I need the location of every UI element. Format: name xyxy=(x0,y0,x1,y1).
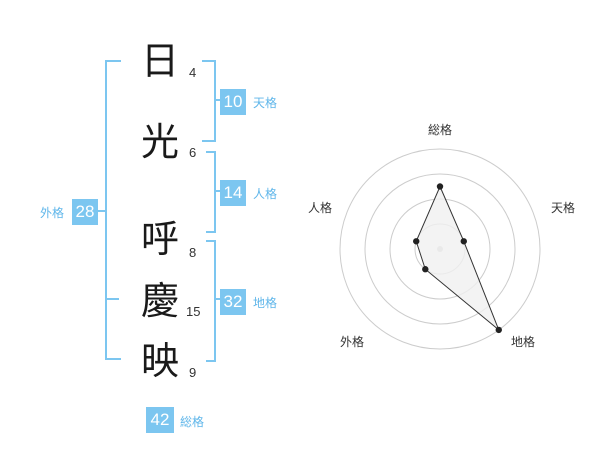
stroke-count-1: 4 xyxy=(189,65,197,80)
radar-axis-label-tenkaku: 天格 xyxy=(551,201,576,215)
gaikaku-bracket-mid xyxy=(105,298,119,300)
kanji-1: 日 xyxy=(141,39,180,83)
radar-axis-label-gaikaku: 外格 xyxy=(340,335,365,349)
jinkaku-tick xyxy=(214,190,220,192)
kanji-5: 映 xyxy=(141,339,180,383)
gaikaku-bracket-bottom xyxy=(105,210,121,360)
kanji-3: 呼 xyxy=(141,217,180,261)
kanji-4: 慶 xyxy=(141,279,180,323)
jinkaku-value-badge: 14 xyxy=(220,180,246,206)
stroke-count-3: 8 xyxy=(189,245,197,260)
radar-ring xyxy=(339,148,541,350)
chikaku-value-badge: 32 xyxy=(220,289,246,315)
radar-points xyxy=(413,183,502,334)
stroke-count-4: 15 xyxy=(186,304,201,319)
radar-point-1 xyxy=(460,238,467,245)
radar-point-2 xyxy=(495,326,502,334)
tenkaku-label: 天格 xyxy=(253,96,278,110)
radar-point-4 xyxy=(413,238,420,245)
radar-point-3 xyxy=(422,266,429,273)
gaikaku-label: 外格 xyxy=(40,206,65,220)
jinkaku-bracket xyxy=(206,151,216,233)
stroke-count-2: 6 xyxy=(189,145,197,160)
gaikaku-value-badge: 28 xyxy=(72,199,98,225)
radar-polygon xyxy=(415,185,500,331)
tenkaku-tick xyxy=(214,99,220,101)
soukaku-value-badge: 42 xyxy=(146,407,174,433)
chikaku-tick xyxy=(214,298,220,300)
stroke-count-5: 9 xyxy=(189,365,197,380)
radar-axis-label-soukaku: 総格 xyxy=(428,123,453,137)
gaikaku-bracket-top xyxy=(105,60,121,212)
tenkaku-value-badge: 10 xyxy=(220,89,246,115)
tenkaku-bracket xyxy=(202,60,216,142)
radar-axis-label-jinkaku: 人格 xyxy=(308,201,333,215)
radar-shape xyxy=(415,185,500,331)
radar-axis-label-chikaku: 地格 xyxy=(511,335,536,349)
chikaku-bracket xyxy=(206,240,216,362)
radar-point-0 xyxy=(436,183,444,190)
soukaku-label: 総格 xyxy=(180,415,205,429)
gaikaku-tick xyxy=(98,210,106,212)
chikaku-label: 地格 xyxy=(253,296,278,310)
radar-ring xyxy=(364,173,516,325)
jinkaku-label: 人格 xyxy=(253,187,278,201)
kanji-2: 光 xyxy=(141,120,180,164)
